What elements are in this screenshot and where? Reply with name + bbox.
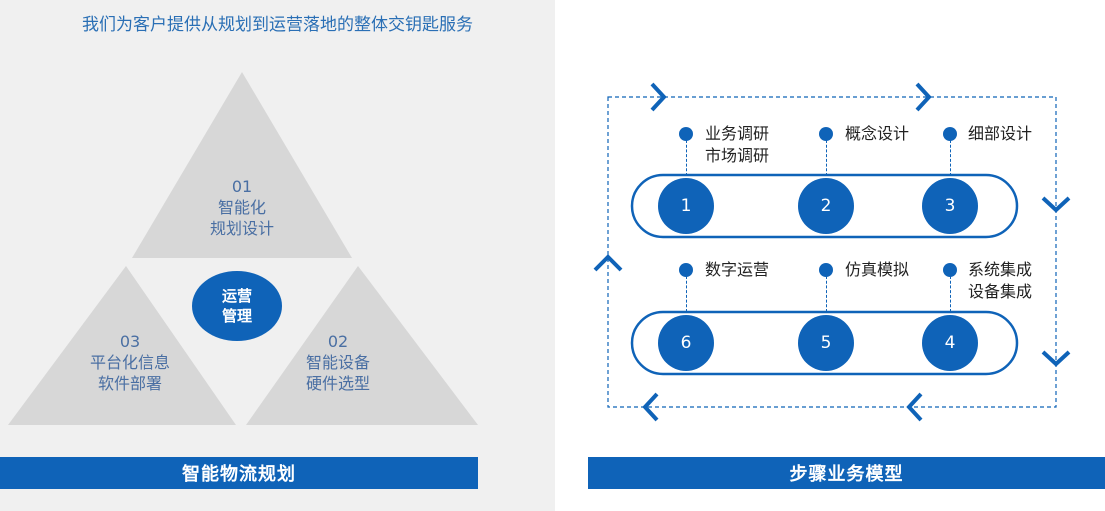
segment-03-num: 03 <box>119 332 141 351</box>
segment-03-line2: 软件部署 <box>97 374 162 393</box>
subtitle: 我们为客户提供从规划到运营落地的整体交钥匙服务 <box>82 15 473 35</box>
segment-01-shape <box>132 72 352 258</box>
connector <box>826 140 827 176</box>
step-3-label: 细部设计 <box>968 124 1033 143</box>
step-3-circle: 3 <box>922 178 978 234</box>
connector <box>950 140 951 176</box>
chevron-down-icon <box>1041 196 1071 213</box>
triangle-diagram <box>8 72 478 425</box>
chevron-down-icon <box>1041 350 1071 367</box>
segment-02-shape <box>246 266 478 425</box>
step-5-dot <box>819 263 833 277</box>
dashed-loop <box>607 96 1057 408</box>
segment-02-line2: 硬件选型 <box>305 374 370 393</box>
step-2-circle: 2 <box>798 178 854 234</box>
step-2-dot <box>819 127 833 141</box>
segment-02-num: 02 <box>327 332 349 351</box>
connector <box>950 276 951 312</box>
chevron-right-icon <box>650 82 667 112</box>
step-4-label2: 设备集成 <box>968 282 1033 301</box>
center-line1: 运营 <box>221 287 252 305</box>
center-circle: 运营 管理 <box>192 271 282 341</box>
segment-01-line2: 规划设计 <box>209 219 274 238</box>
step-4-label: 系统集成 设备集成 <box>968 259 1032 303</box>
step-4-label1: 系统集成 <box>968 260 1033 279</box>
chevron-up-icon <box>593 254 623 272</box>
step-5-circle: 5 <box>798 315 854 371</box>
segment-01-line1: 智能化 <box>217 198 266 217</box>
left-banner: 智能物流规划 <box>0 457 478 489</box>
segment-03-line1: 平台化信息 <box>89 353 170 372</box>
segment-03-shape <box>8 266 236 425</box>
step-1-label2: 市场调研 <box>705 146 770 165</box>
step-4-circle: 4 <box>922 315 978 371</box>
segment-01-num: 01 <box>231 177 253 196</box>
chevron-right-icon <box>915 82 932 112</box>
step-5-label: 仿真模拟 <box>845 260 910 279</box>
right-banner: 步骤业务模型 <box>588 457 1105 489</box>
step-1-circle: 1 <box>658 178 714 234</box>
step-3-dot <box>943 127 957 141</box>
connector <box>686 276 687 312</box>
center-line2: 管理 <box>221 307 252 325</box>
step-2-label: 概念设计 <box>845 124 910 143</box>
connector <box>826 276 827 312</box>
segment-02: 02 智能设备 硬件选型 <box>268 331 408 394</box>
step-4-dot <box>943 263 957 277</box>
step-1-label1: 业务调研 <box>705 124 770 143</box>
segment-02-line1: 智能设备 <box>305 353 370 372</box>
segment-01: 01 智能化 规划设计 <box>172 176 312 239</box>
step-1-label: 业务调研 市场调研 <box>705 123 769 167</box>
chevron-left-icon <box>906 392 923 422</box>
step-1-dot <box>679 127 693 141</box>
left-panel: 我们为客户提供从规划到运营落地的整体交钥匙服务 01 智能化 规划设计 03 平… <box>0 0 555 511</box>
step-6-circle: 6 <box>658 315 714 371</box>
chevron-left-icon <box>642 392 659 422</box>
connector <box>686 140 687 176</box>
step-6-label: 数字运营 <box>705 260 770 279</box>
step-6-dot <box>679 263 693 277</box>
segment-03: 03 平台化信息 软件部署 <box>60 331 200 394</box>
